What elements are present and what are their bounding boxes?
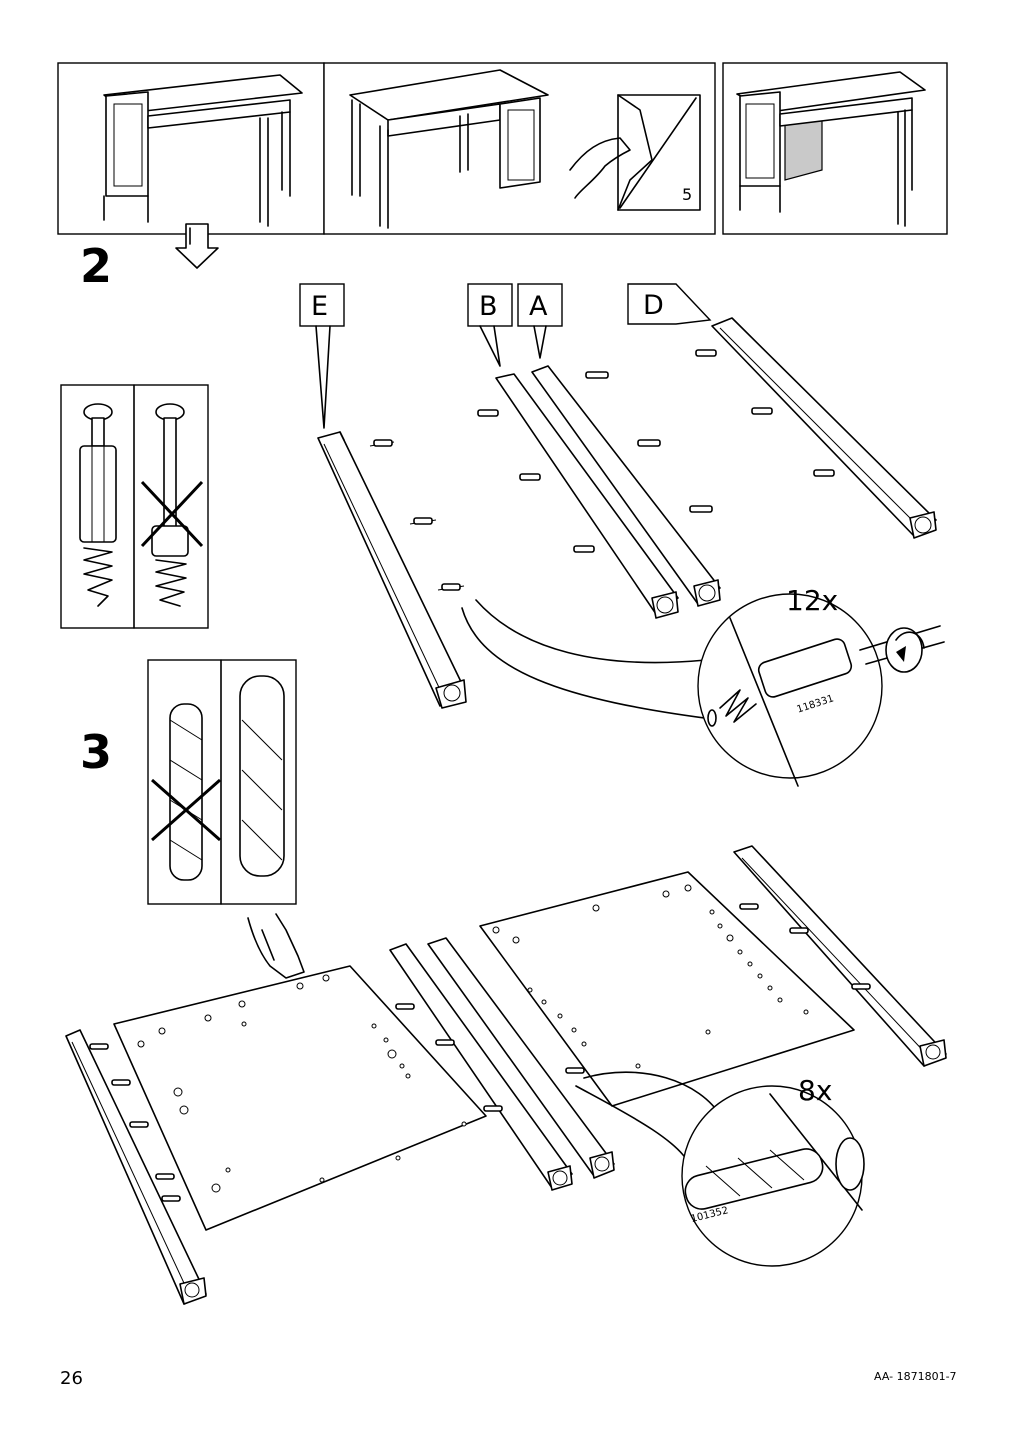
right-side-panel bbox=[479, 845, 947, 1107]
cam-lock-comparison bbox=[60, 384, 209, 629]
pointing-hand-icon bbox=[247, 913, 305, 979]
step-2-number: 2 bbox=[80, 239, 112, 293]
leg-b bbox=[477, 373, 679, 619]
page-number: 26 bbox=[60, 1368, 83, 1389]
step-3-number: 3 bbox=[80, 725, 112, 779]
overview-panel-1 bbox=[57, 62, 325, 235]
overview-panel-3 bbox=[722, 62, 948, 235]
step-3-quantity: 8x bbox=[798, 1074, 832, 1107]
centre-rail-2 bbox=[427, 937, 615, 1179]
leg-a bbox=[531, 365, 721, 607]
leg-d bbox=[695, 317, 937, 539]
label-d-text: D bbox=[643, 290, 664, 321]
cam-screw-detail: 118331 12x bbox=[461, 584, 945, 787]
label-a: A bbox=[517, 283, 563, 359]
manual-page-reference-icon: 5 bbox=[569, 94, 701, 211]
flip-down-arrow-icon bbox=[175, 223, 219, 269]
document-code: AA- 1871801-7 bbox=[874, 1370, 957, 1383]
label-d: D bbox=[627, 283, 712, 325]
page-ref-number: 5 bbox=[682, 185, 692, 204]
centre-rail-1 bbox=[389, 943, 573, 1191]
overview-panel-2: 5 bbox=[323, 62, 716, 235]
label-e-text: E bbox=[311, 291, 328, 322]
left-side-panel bbox=[65, 965, 487, 1305]
label-b-text: B bbox=[479, 291, 498, 322]
leg-e bbox=[317, 431, 467, 709]
label-a-text: A bbox=[529, 291, 548, 322]
dowel-detail: 101352 8x bbox=[575, 1071, 865, 1267]
label-e: E bbox=[299, 283, 345, 429]
dowel-comparison bbox=[147, 659, 297, 905]
label-b: B bbox=[467, 283, 513, 367]
step-2-quantity: 12x bbox=[786, 584, 838, 617]
